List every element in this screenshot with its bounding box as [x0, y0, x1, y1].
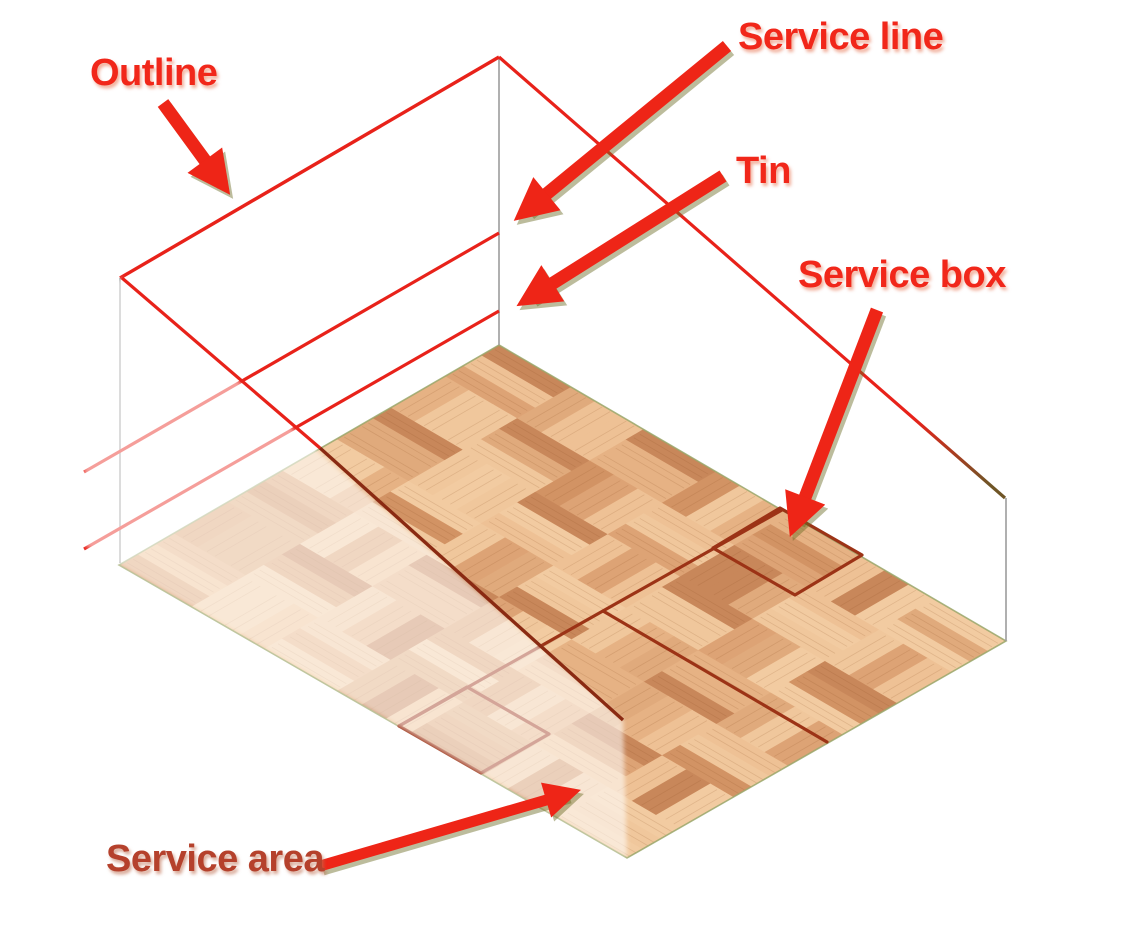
service-line-arrow [513, 40, 732, 221]
service-box-arrow [785, 307, 884, 538]
half-court-line [601, 609, 829, 744]
service-area-arrow [318, 782, 581, 872]
tin-arrow [516, 170, 727, 307]
side-wall-outline-left-lower [318, 446, 625, 722]
service-box-right [711, 506, 864, 597]
outline-label: Outline [90, 52, 218, 94]
side-wall-outline-right [497, 55, 1007, 500]
service-area-label: Service area [106, 838, 324, 880]
service-area-highlight [84, 278, 627, 858]
service-box-label: Service box [798, 254, 1006, 296]
tin-label: Tin [736, 150, 791, 192]
outline-arrow [157, 99, 231, 195]
side-wall-outline-left-upper [120, 276, 322, 450]
service-line-label: Service line [738, 16, 944, 58]
front-wall-outline-line [119, 55, 500, 280]
